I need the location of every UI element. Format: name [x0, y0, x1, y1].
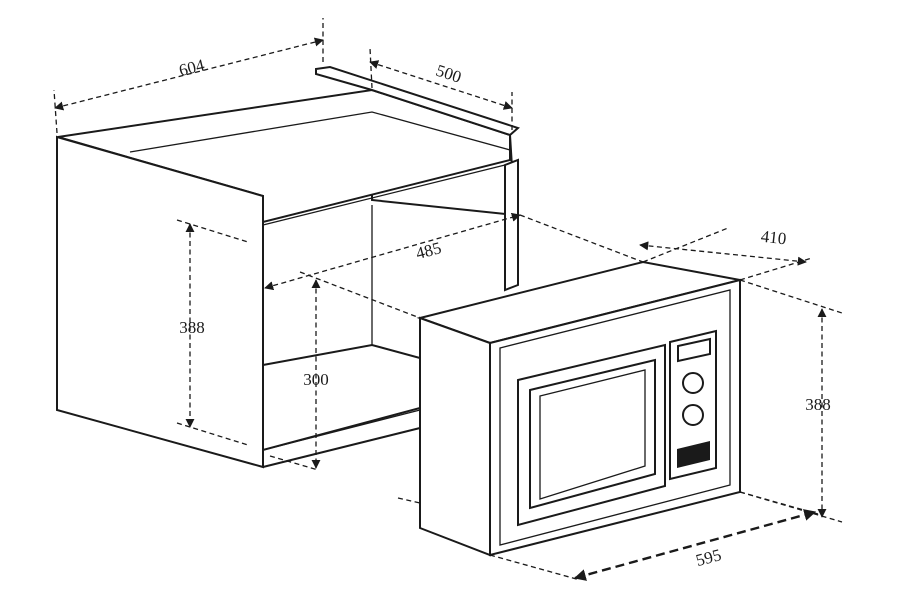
label-cabinet-width: 604 [177, 55, 207, 80]
label-microwave-height: 388 [805, 395, 831, 414]
cabinet-side-panel [56, 135, 264, 469]
microwave [416, 260, 741, 557]
microwave-display [677, 337, 711, 363]
cabinet-cavity-edge [129, 111, 511, 153]
microwave-knob-top [682, 372, 704, 394]
label-cabinet-depth: 500 [434, 61, 464, 87]
microwave-knob-bottom [682, 404, 704, 426]
label-opening-height: 300 [303, 370, 329, 389]
microwave-window [529, 358, 656, 510]
dimension-lines [53, 18, 843, 581]
microwave-window-inner [539, 369, 646, 500]
label-microwave-depth: 410 [760, 227, 787, 249]
label-cabinet-height: 388 [179, 318, 205, 337]
label-opening-depth: 485 [414, 238, 444, 263]
label-microwave-width: 595 [694, 545, 724, 570]
microwave-front-inner-frame [499, 289, 731, 546]
microwave-side-face [419, 316, 491, 557]
cabinet-right-post [504, 158, 519, 292]
microwave-keypad [677, 441, 710, 468]
